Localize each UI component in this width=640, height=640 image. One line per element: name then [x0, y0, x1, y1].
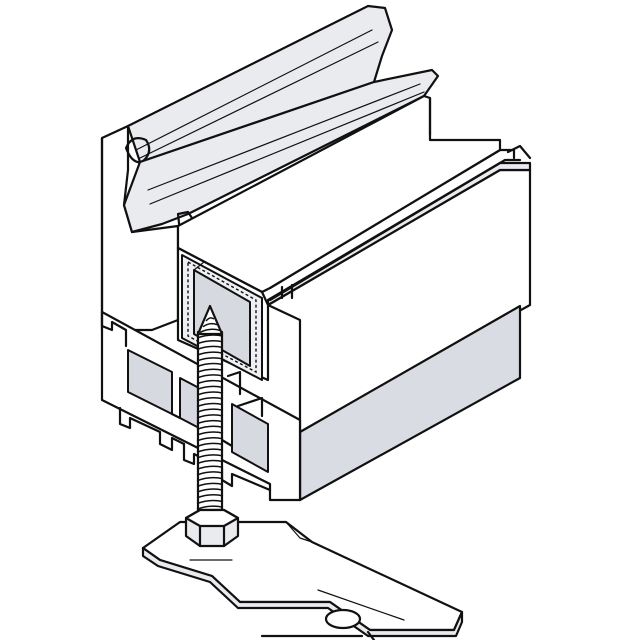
screw-thread: [196, 476, 224, 482]
screw-thread: [196, 339, 224, 345]
screw-thread: [196, 494, 224, 499]
screw-thread: [196, 357, 224, 362]
screw-thread: [196, 334, 224, 339]
screw-thread: [196, 436, 224, 442]
screw-thread: [205, 317, 215, 322]
plate-hole: [324, 608, 362, 630]
screw-thread: [196, 414, 224, 419]
screw-thread: [196, 397, 224, 402]
screw-thread: [196, 419, 224, 425]
screw-thread: [196, 448, 224, 453]
screw-thread: [196, 385, 224, 391]
anchor-screw: [196, 304, 224, 522]
screw-thread: [196, 505, 224, 510]
screw-thread: [196, 488, 224, 493]
screw-thread: [196, 471, 224, 476]
screw-thread: [196, 408, 224, 413]
screw-thread: [196, 345, 224, 351]
screw-thread: [196, 374, 224, 379]
screw-thread: [196, 459, 224, 465]
screw-thread: [196, 465, 224, 471]
screw-thread: [202, 322, 218, 328]
anchor-base-plate: [141, 520, 464, 640]
screw-thread: [199, 328, 221, 334]
screw-thread: [196, 351, 224, 356]
chamber-3: [231, 403, 269, 473]
screw-thread: [196, 442, 224, 448]
screw-thread: [196, 454, 224, 459]
screw-thread: [196, 431, 224, 436]
screw-thread: [196, 482, 224, 488]
screw-thread: [196, 362, 224, 368]
hex-nut: [184, 508, 240, 548]
screw-thread: [196, 391, 224, 396]
screw-thread: [196, 368, 224, 374]
screw-thread: [196, 425, 224, 431]
screw-thread: [196, 499, 224, 505]
screw-thread: [196, 402, 224, 408]
screw-thread: [196, 379, 224, 385]
